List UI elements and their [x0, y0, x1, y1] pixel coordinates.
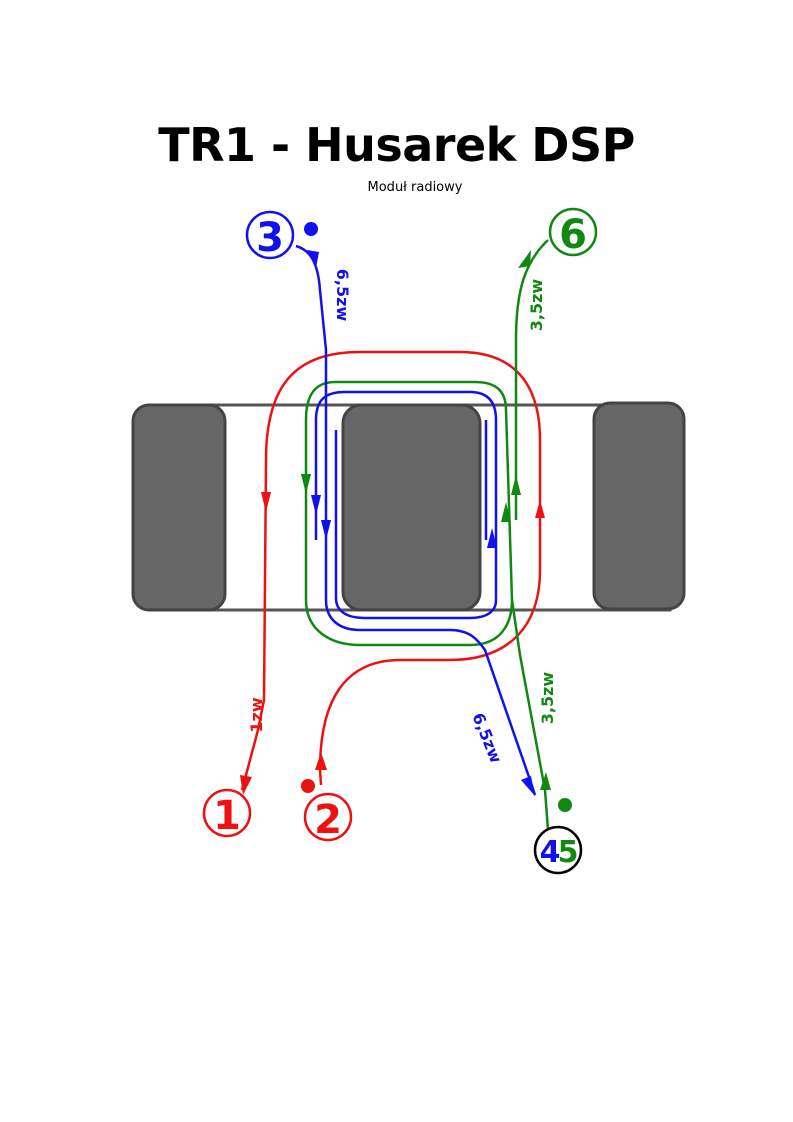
pin-2-label: 2 [314, 797, 342, 843]
pin-4-label: 4 [540, 835, 561, 870]
red-arrow-down-left [261, 492, 271, 512]
ferrite-core [131, 401, 686, 612]
pin-6: 6 [548, 207, 598, 258]
blue-dot-pin3 [304, 222, 318, 236]
red-turns-label: 1zw [247, 697, 266, 732]
green-turns-label-top: 3,5zw [527, 279, 546, 332]
blue-winding-inner-loop [314, 390, 498, 620]
page-title: TR1 - Husarek DSP [158, 118, 635, 172]
blue-turns-label-top: 6,5zw [333, 269, 352, 322]
core-left-leg [131, 403, 227, 612]
red-dot-pin2 [301, 779, 315, 793]
red-arrow-from-pin2 [315, 752, 327, 770]
pin-6-circle [548, 207, 598, 257]
green-arrow-down-left [301, 474, 311, 494]
pin-5-label: 5 [558, 835, 579, 870]
pin-2: 2 [303, 792, 353, 843]
pin-4-5: 4 5 [533, 825, 583, 875]
red-winding-path [240, 350, 542, 791]
winding-red [240, 350, 545, 795]
red-arrow-up-right [535, 500, 545, 518]
blue-turns-label-bottom: 6,5zw [468, 710, 505, 766]
winding-green [301, 239, 572, 831]
blue-arrow-left-2 [321, 520, 331, 540]
pin-2-circle [303, 792, 353, 842]
pin-3: 3 [245, 210, 295, 261]
pin-3-label: 3 [256, 215, 284, 261]
green-turns-label-bottom: 3,5zw [538, 672, 557, 725]
green-winding-path-outer [304, 239, 550, 831]
pin-4-5-circle [533, 825, 583, 875]
blue-arrow-right-up [487, 528, 497, 548]
core-center-leg [341, 403, 482, 612]
green-arrow-to-pin6 [518, 250, 531, 268]
page-subtitle: Moduł radiowy [367, 180, 463, 195]
pin-6-label: 6 [559, 212, 587, 258]
pin-1-label: 1 [213, 793, 241, 839]
blue-arrow-to-pin4 [521, 776, 535, 796]
pin-1-circle [202, 788, 252, 838]
green-arrow-up-core [501, 502, 511, 522]
pin-3-circle [245, 210, 295, 260]
red-arrow-to-pin1 [240, 775, 252, 795]
green-arrow-from-pin5 [540, 772, 551, 790]
pin-1: 1 [202, 788, 252, 839]
blue-arrow-top [307, 250, 319, 268]
blue-arrow-left-1 [311, 495, 321, 515]
green-arrow-up-core-2 [511, 475, 521, 495]
winding-blue [295, 222, 537, 796]
core-right-leg [592, 401, 686, 611]
green-dot-pin5 [558, 798, 572, 812]
